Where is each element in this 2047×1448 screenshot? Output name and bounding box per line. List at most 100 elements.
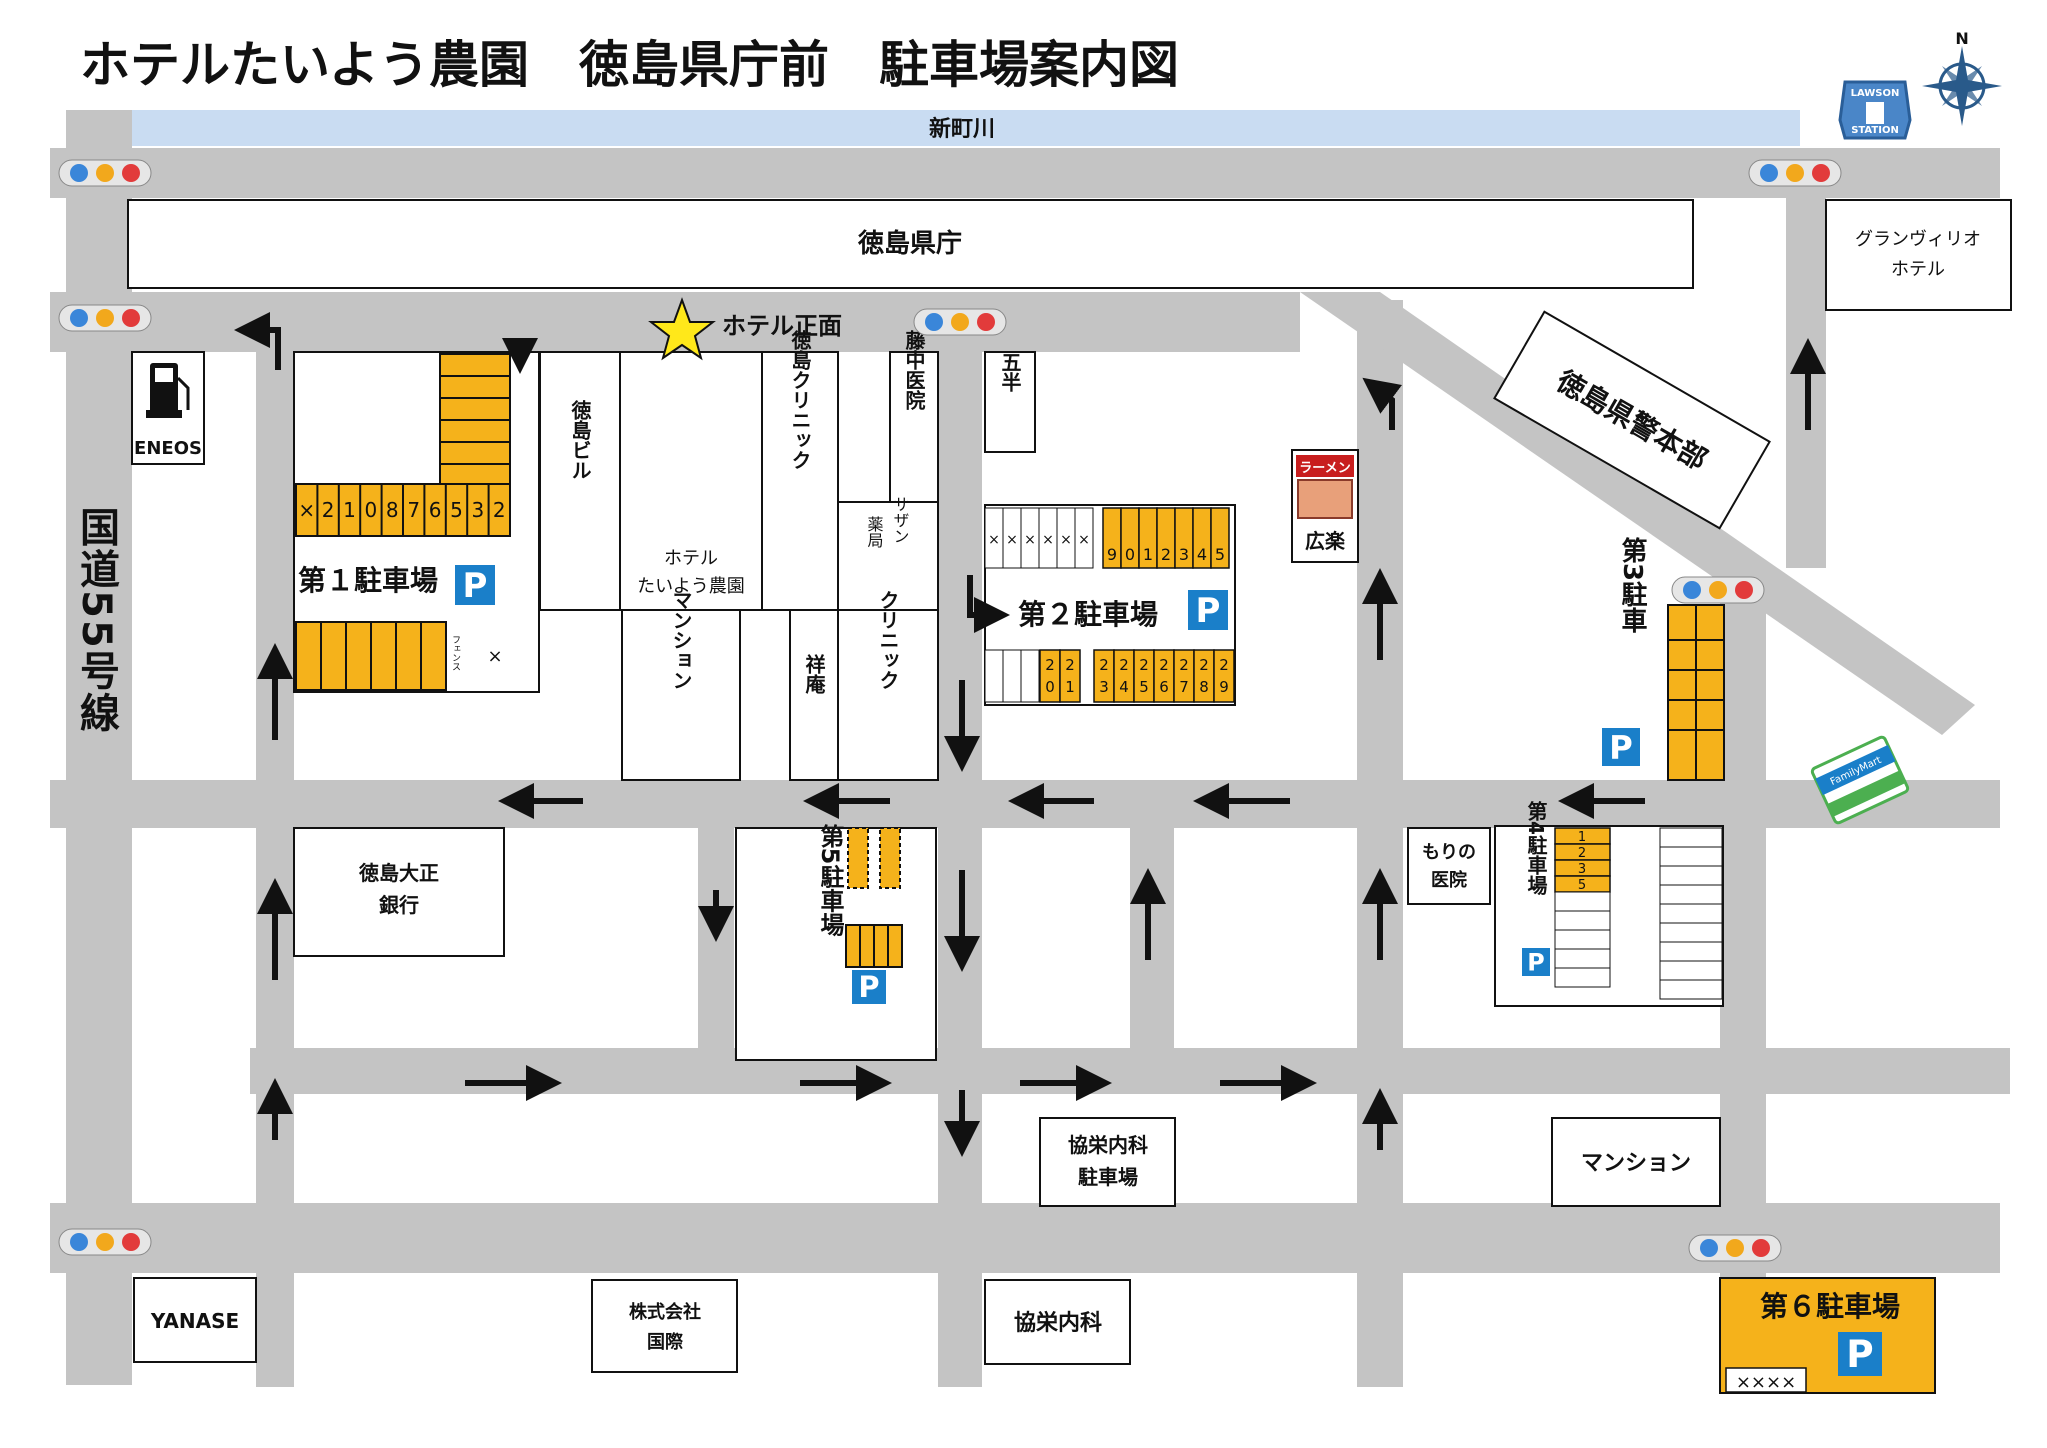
parking-3: 第3駐車 [1617, 536, 1725, 781]
traffic-light-icon [58, 1228, 152, 1256]
parking-slot-number: 4 [1197, 545, 1207, 564]
parking-slot-number: 2 [1578, 846, 1586, 861]
building-shoan: 祥庵 [789, 609, 839, 781]
parking-slot-number: 3 [1099, 678, 1109, 696]
parking-slot-x: × [988, 532, 1000, 548]
parking-slot-number: 2 [493, 498, 506, 522]
parking-1-label: 第１駐車場 [298, 564, 438, 597]
svg-text:徳島大正: 徳島大正 [358, 861, 439, 885]
building-kencho: 徳島県庁 [127, 199, 1694, 289]
svg-text:医院: 医院 [1431, 869, 1467, 891]
svg-text:広楽: 広楽 [1305, 529, 1346, 553]
svg-text:銀行: 銀行 [379, 893, 419, 917]
lawson-station-icon: LAWSON STATION [1838, 80, 1912, 140]
parking-5-label: 第5駐車場 [816, 823, 844, 938]
svg-text:クリニック: クリニック [876, 590, 900, 690]
building-kyoei-parking: 協栄内科 駐車場 [1039, 1117, 1176, 1207]
svg-text:たいよう農園: たいよう農園 [637, 576, 745, 597]
parking-4-label: 第4駐車場 [1524, 800, 1548, 895]
parking-slot-number: 5 [1139, 678, 1149, 696]
parking-6-label: 第６駐車場 [1760, 1290, 1900, 1323]
svg-text:P: P [1846, 1332, 1873, 1376]
hotel-front-marker: ホテル正面 [648, 297, 842, 361]
parking-slot-number: 9 [1107, 545, 1117, 564]
svg-text:徳島クリニック: 徳島クリニック [788, 329, 812, 470]
traffic-light-icon [1748, 159, 1842, 187]
page-title: ホテルたいよう農園 徳島県庁前 駐車場案内図 [80, 36, 1179, 94]
parking-p-icon: P [1188, 590, 1228, 631]
svg-text:五半: 五半 [998, 352, 1022, 392]
eneos-station: ENEOS [131, 351, 205, 465]
traffic-light-icon [1688, 1234, 1782, 1262]
parking-slot-number: 0 [1045, 678, 1055, 696]
parking-slot-number: 1 [1065, 678, 1075, 696]
parking-slot-number: 2 [1161, 545, 1171, 564]
svg-text:もりの: もりの [1422, 842, 1476, 863]
traffic-light-icon [1671, 576, 1765, 604]
parking-slot-number: 2 [1099, 656, 1109, 674]
svg-text:駐車場: 駐車場 [1078, 1165, 1138, 1189]
parking-6-x: ×××× [1736, 1372, 1796, 1393]
building-mansion-1: マンション [621, 590, 741, 781]
parking-slot-number: × [298, 498, 315, 522]
svg-text:P: P [1609, 728, 1633, 766]
building-tokushima-clinic: 徳島クリニック [761, 329, 839, 611]
traffic-light-icon [913, 308, 1007, 336]
direction-arrow [1362, 377, 1402, 430]
svg-text:P: P [1527, 948, 1544, 976]
building-gohan: 五半 [984, 351, 1036, 453]
svg-text:徳島ビル: 徳島ビル [568, 399, 592, 480]
building-yanase: YANASE [133, 1277, 257, 1363]
parking-6: 第６駐車場 ×××× [1719, 1277, 1936, 1394]
svg-text:藤中医院: 藤中医院 [902, 330, 926, 411]
svg-text:協栄内科: 協栄内科 [1068, 1133, 1148, 1157]
parking-slot-number: 6 [429, 498, 442, 522]
building-hotel: ホテル たいよう農園 [619, 351, 763, 611]
parking-slot-x: × [1078, 532, 1090, 548]
parking-slot-x: × [1024, 532, 1036, 548]
building-morino: もりの 医院 [1407, 827, 1491, 905]
building-kokusai: 株式会社 国際 [591, 1279, 738, 1373]
parking-slot-number: 2 [1159, 656, 1169, 674]
parking-slot-number: 2 [1119, 656, 1129, 674]
river-label: 新町川 [929, 116, 995, 142]
building-granvilio: グランヴィリオ ホテル [1825, 199, 2012, 311]
svg-text:薬局: 薬局 [865, 516, 884, 549]
parking-slot-number: 8 [386, 498, 399, 522]
parking-slot-number: 5 [1578, 878, 1586, 893]
building-clinic-2: クリニック [837, 590, 939, 781]
parking-slot-number: 0 [1125, 545, 1135, 564]
svg-text:ホテル: ホテル [1891, 259, 1945, 280]
parking-p-icon: P [852, 970, 886, 1004]
svg-text:徳島県庁: 徳島県庁 [857, 228, 962, 259]
svg-text:ラーメン: ラーメン [1299, 461, 1350, 476]
svg-text:ホテル: ホテル [664, 548, 718, 569]
parking-p-icon: P [1838, 1332, 1882, 1376]
river [130, 110, 1800, 146]
parking-slot-number: 2 [1065, 656, 1075, 674]
compass-icon: N [1922, 29, 2002, 126]
parking-3-label: 第3駐車 [1617, 536, 1647, 634]
parking-2-label: 第２駐車場 [1018, 598, 1158, 631]
parking-slot-number: 1 [343, 498, 356, 522]
svg-text:株式会社: 株式会社 [629, 1301, 701, 1323]
ramen-shop: ラーメン 広楽 [1291, 449, 1359, 563]
svg-text:祥庵: 祥庵 [802, 653, 826, 695]
parking-p-icon: P [1522, 948, 1550, 976]
parking-slot-x: × [1042, 532, 1054, 548]
parking-slot-number: 3 [1578, 862, 1586, 877]
building-kyoei: 協栄内科 [984, 1279, 1131, 1365]
parking-slot-number: 5 [1215, 545, 1225, 564]
parking-slot-number: 0 [365, 498, 378, 522]
familymart-icon: FamilyMart [1810, 735, 1910, 825]
svg-text:サザン: サザン [891, 496, 910, 544]
parking-slot-number: 2 [1219, 656, 1229, 674]
svg-text:グランヴィリオ: グランヴィリオ [1855, 229, 1981, 250]
parking-slot-number: 4 [1119, 678, 1129, 696]
fence-label: フェンス [450, 635, 460, 671]
parking-slot-number: 7 [407, 498, 420, 522]
svg-text:YANASE: YANASE [150, 1309, 239, 1333]
